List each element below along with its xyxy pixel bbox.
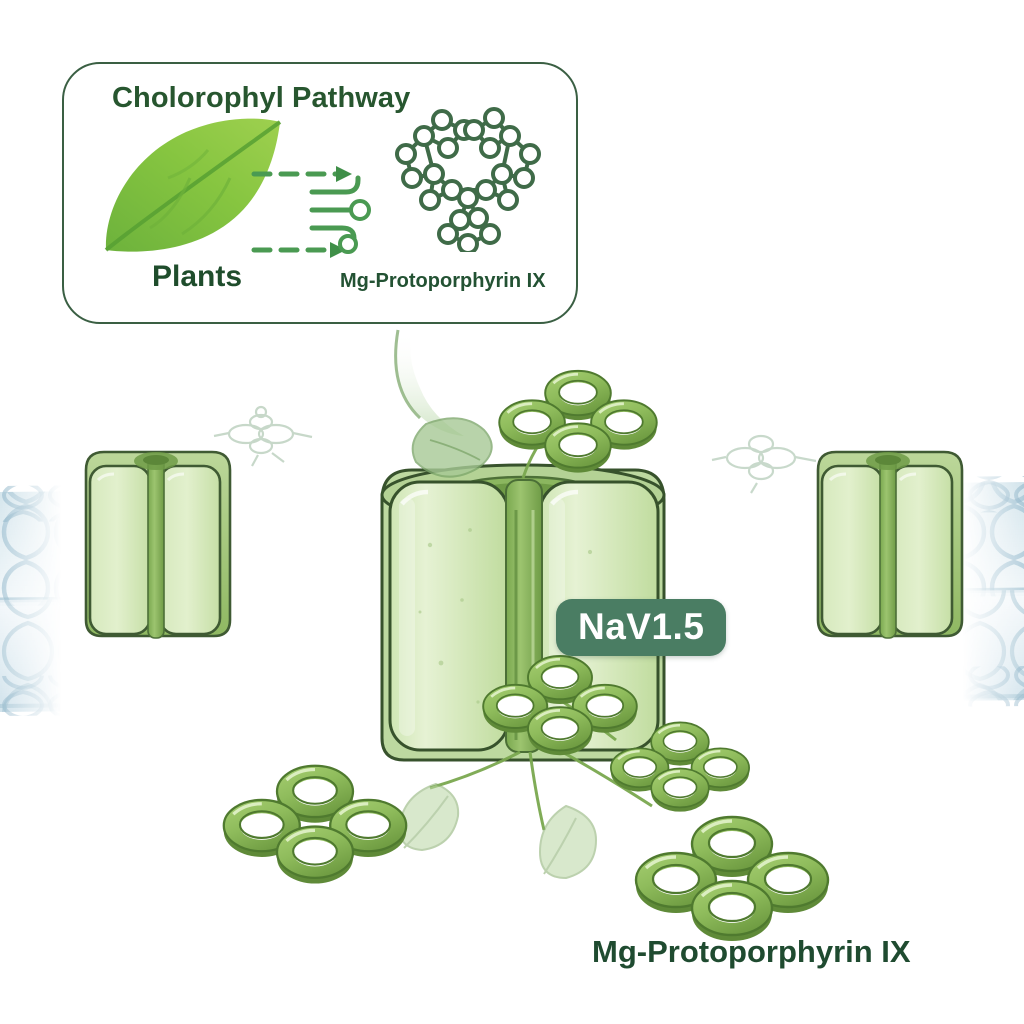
small-leaf-group xyxy=(398,782,598,880)
mg-protoporphyrin-label: Mg-Protoporphyrin IX xyxy=(592,934,911,969)
ghost-porphyrin-right xyxy=(711,434,817,494)
leaf-icon xyxy=(104,118,282,252)
chlorophyll-pathway-panel: Cholorophyl Pathway Plants xyxy=(62,62,578,324)
arrow-head-top xyxy=(336,166,352,182)
porphyrin-right-small xyxy=(611,722,749,811)
porphyrin-top-right xyxy=(499,371,656,473)
plants-label: Plants xyxy=(152,260,243,293)
channel-right xyxy=(816,450,964,639)
porphyrin-bottom-left xyxy=(224,766,406,884)
arrow-head-bottom xyxy=(330,242,346,258)
nav15-label-badge: NaV1.5 xyxy=(556,599,727,656)
leaf-trail xyxy=(394,330,464,436)
porphyrin-structure-icon xyxy=(395,107,541,252)
dashed-arrow-icon xyxy=(251,166,371,258)
ghost-porphyrin-left xyxy=(213,405,313,467)
porphyrin-mid-right xyxy=(483,656,637,755)
panel-product-label: Mg-Protoporphyrin IX xyxy=(340,270,546,292)
porphyrin-bottom-right xyxy=(636,817,828,941)
channel-left xyxy=(84,450,232,639)
panel-title: Cholorophyl Pathway xyxy=(112,82,411,114)
